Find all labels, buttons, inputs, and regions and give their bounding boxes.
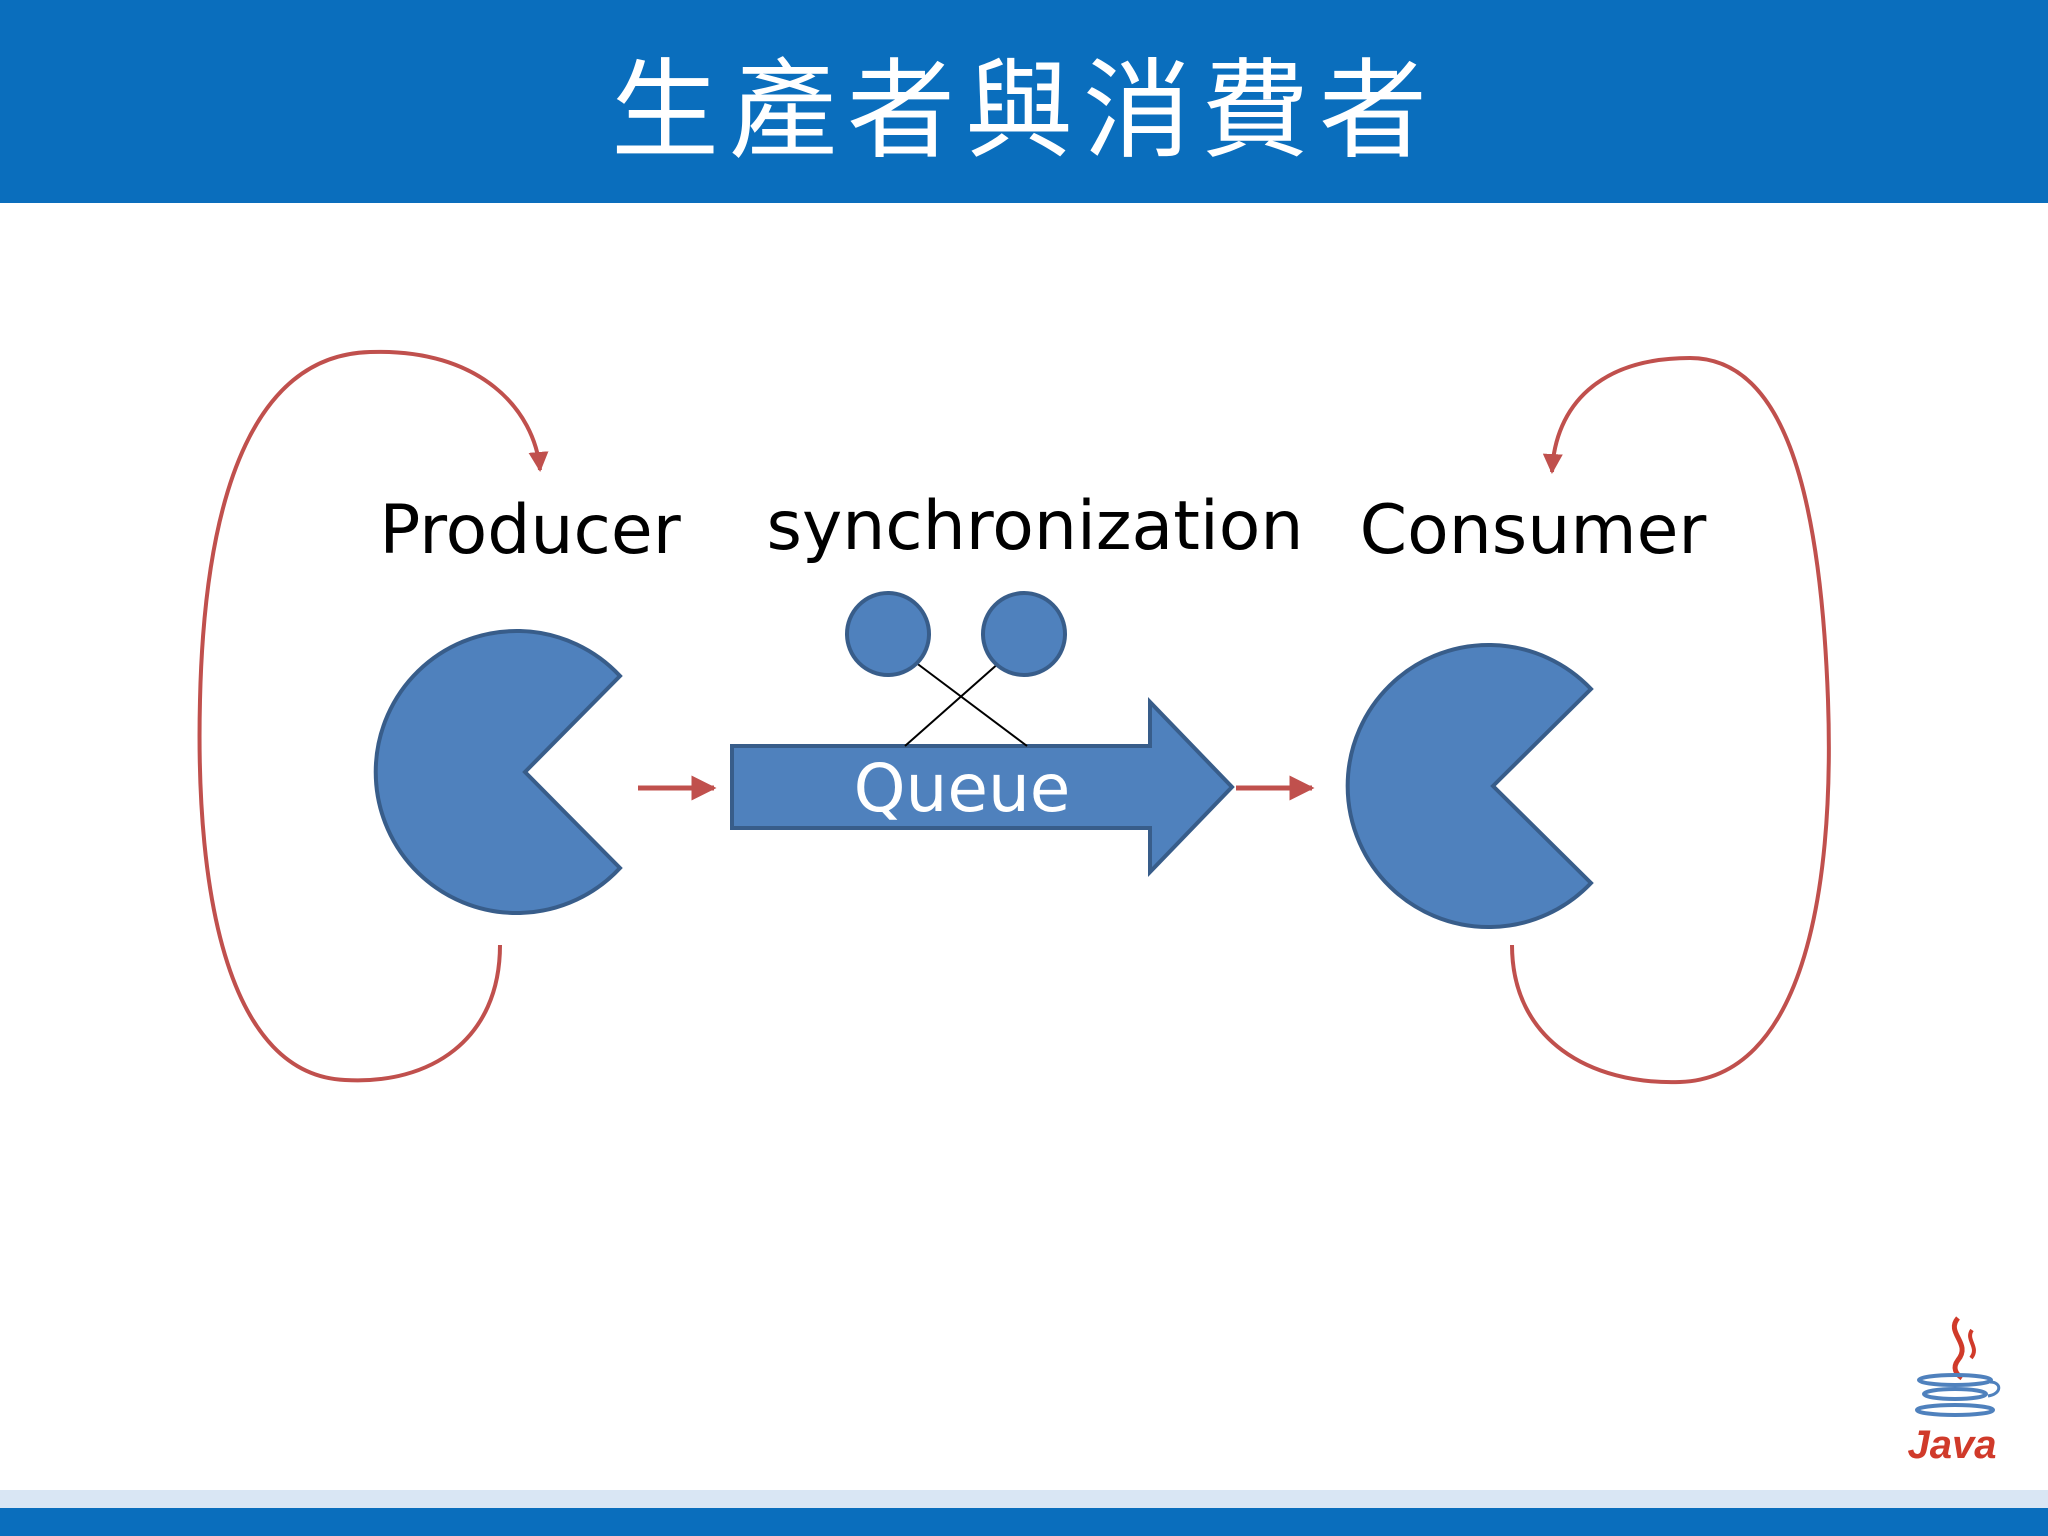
- producer-pacman-shape: [373, 629, 623, 915]
- sync-cross-line-1: [914, 661, 1028, 747]
- consumer-loop-arrow: [1510, 355, 1831, 1085]
- queue-label: Queue: [854, 750, 1071, 827]
- title-bar: 生產者與消費者: [0, 0, 2048, 203]
- java-coffee-cup-icon: [1915, 1316, 2001, 1417]
- producer-label: Producer: [379, 491, 680, 570]
- synchronization-label: synchronization: [767, 487, 1304, 566]
- sync-circle-right: [981, 591, 1067, 677]
- producer-loop-arrow: [197, 349, 549, 1083]
- queue-arrow-shape: [730, 697, 1235, 877]
- slide-title: 生產者與消費者: [610, 48, 1437, 174]
- consumer-pacman-shape: [1345, 643, 1594, 929]
- footer-bar: [0, 1508, 2048, 1536]
- sync-cross-line-2: [904, 661, 1001, 747]
- java-logo-text: Java: [1908, 1423, 1997, 1467]
- sync-circle-left: [845, 591, 931, 677]
- java-logo: Java: [1908, 1316, 2001, 1467]
- footer-accent-stripe: [0, 1490, 2048, 1508]
- consumer-label: Consumer: [1360, 491, 1707, 570]
